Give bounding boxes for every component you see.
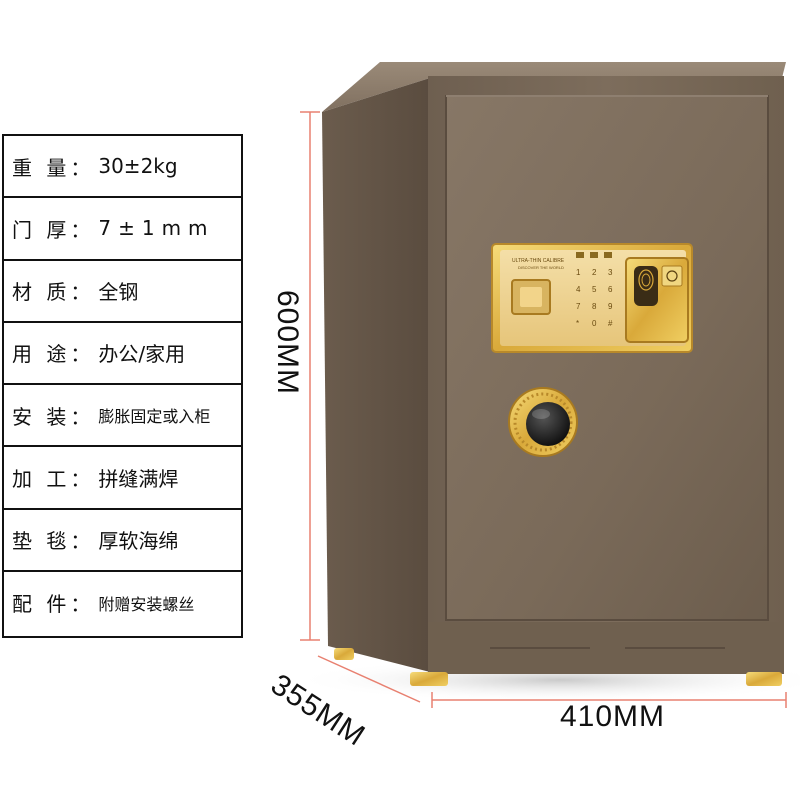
keypad-key[interactable]: 8	[592, 302, 597, 311]
keypad-key[interactable]: *	[576, 319, 579, 328]
keypad-key[interactable]: 3	[608, 268, 613, 277]
keypad-key[interactable]: #	[608, 319, 613, 328]
spec-value: 附赠安装螺丝	[98, 594, 195, 614]
spec-label: 门 厚：	[12, 217, 95, 242]
width-dimension-label: 410MM	[560, 700, 666, 733]
spec-label: 配 件：	[12, 592, 95, 617]
keypad-panel: ULTRA-THIN CALIBRE DISCOVER THE WORLD 1 2…	[491, 243, 693, 353]
safe-door	[445, 95, 769, 621]
panel-brand: ULTRA-THIN CALIBRE	[512, 258, 565, 264]
foot-front-right	[746, 672, 782, 686]
spec-row: 配 件：附赠安装螺丝	[4, 572, 241, 634]
spec-label: 垫 毯：	[12, 529, 95, 554]
spec-value: 30±2kg	[98, 154, 178, 179]
rotary-knob	[508, 387, 578, 457]
spec-value: 全钢	[98, 280, 139, 305]
dimension-lines	[300, 111, 787, 708]
spec-label: 加 工：	[12, 466, 95, 491]
spec-row: 材 质： 全钢	[4, 261, 241, 323]
spec-row: 门 厚：7±1mm	[4, 198, 241, 261]
keypad-key[interactable]: 1	[576, 268, 581, 277]
panel-tagline: DISCOVER THE WORLD	[518, 265, 564, 270]
spec-label: 重 量：	[12, 155, 95, 180]
spec-value: 办公/家用	[98, 342, 186, 367]
keypad-keys: 1 2 3 4 5 6 7 8 9 * 0 #	[576, 268, 613, 328]
spec-row: 安 装：膨胀固定或入柜	[4, 385, 241, 448]
keypad-key[interactable]: 2	[592, 268, 597, 277]
spec-label: 材 质：	[12, 280, 95, 305]
keypad-key[interactable]: 5	[592, 285, 597, 294]
spec-row: 用 途：办公/家用	[4, 323, 241, 385]
height-dimension-label: 600MM	[271, 290, 304, 396]
spec-row: 垫 毯： 厚软海绵	[4, 510, 241, 572]
spec-row: 重 量：30±2kg	[4, 136, 241, 199]
safe-side	[322, 78, 430, 672]
keypad-key[interactable]: 6	[608, 285, 613, 294]
foot-back-left	[334, 648, 354, 660]
safe-top	[322, 62, 786, 112]
keypad-key[interactable]: 4	[576, 285, 581, 294]
spec-value: 7±1mm	[98, 216, 215, 241]
keypad-key[interactable]: 9	[608, 302, 613, 311]
spec-row: 加 工： 拼缝满焊	[4, 447, 241, 510]
keypad-key[interactable]: 0	[592, 319, 597, 328]
spec-label: 用 途：	[12, 342, 95, 367]
emergency-cover	[661, 265, 683, 287]
foot-front-left	[410, 672, 448, 686]
spec-value: 拼缝满焊	[98, 466, 179, 491]
spec-value: 膨胀固定或入柜	[98, 407, 211, 427]
keypad-key[interactable]: 7	[576, 302, 581, 311]
spec-label: 安 装：	[12, 404, 95, 429]
spec-value: 厚软海绵	[98, 529, 179, 554]
